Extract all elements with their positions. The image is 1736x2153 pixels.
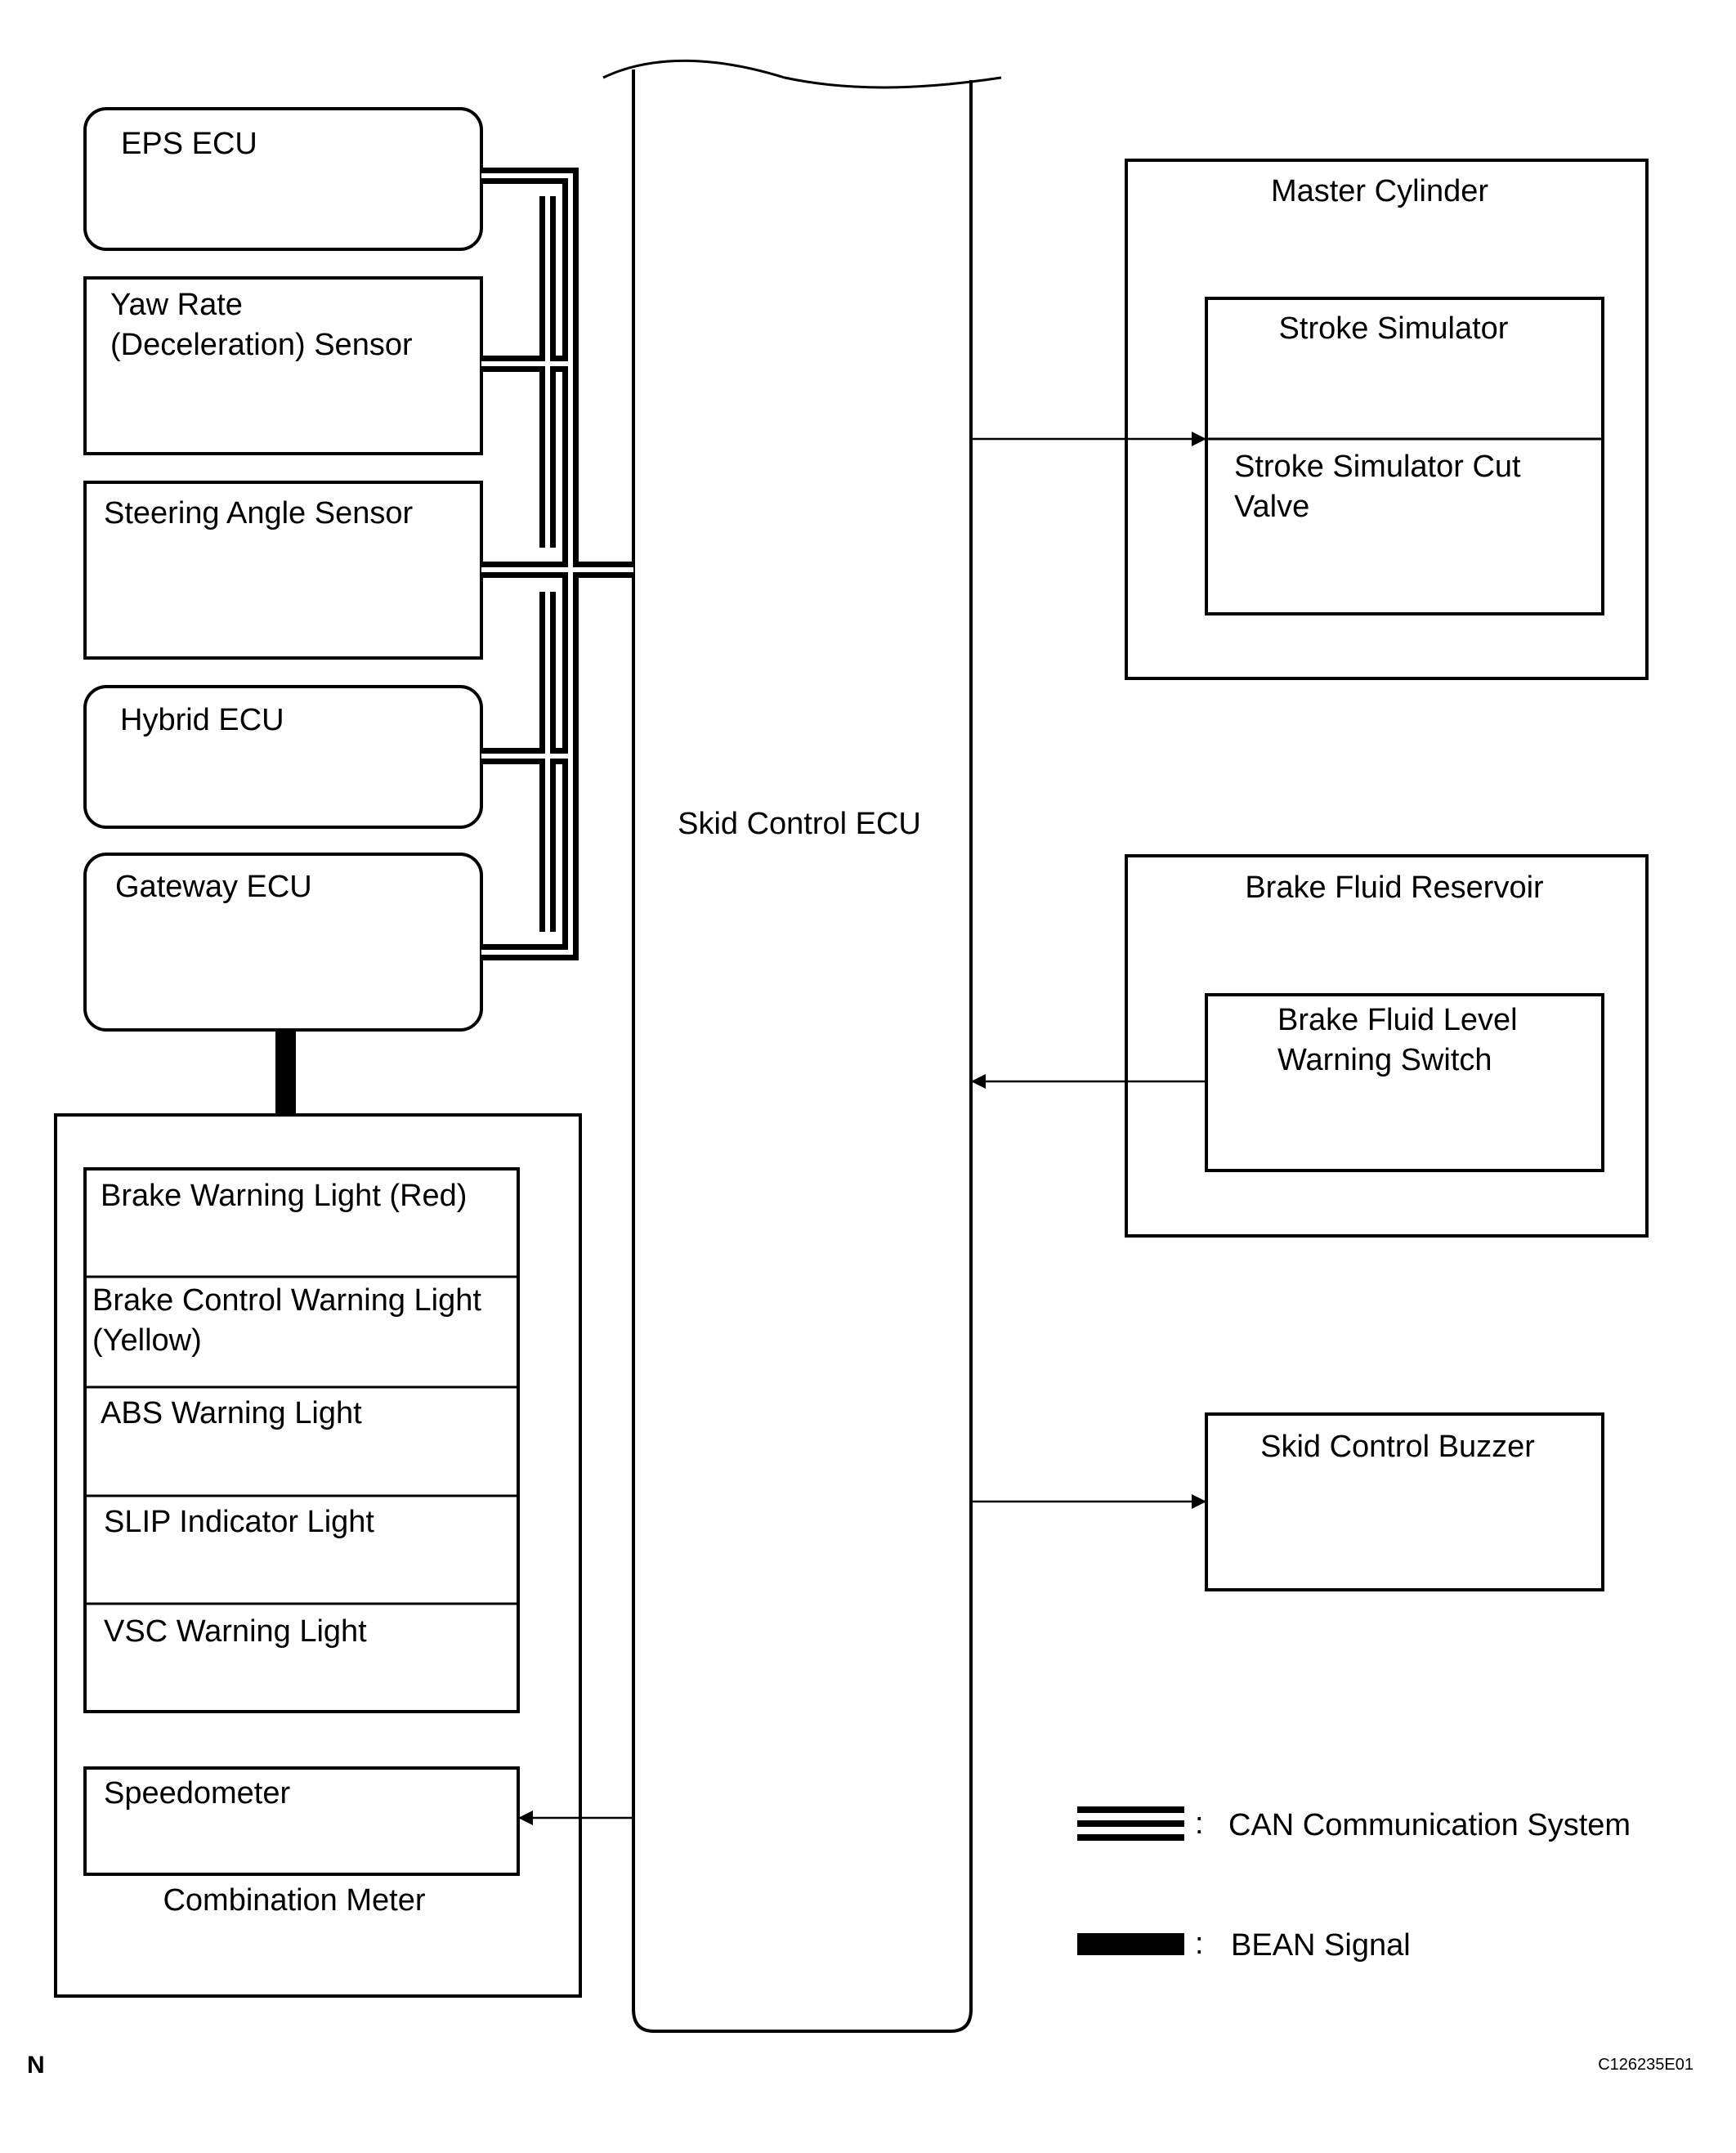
brake-control-warning-light-label-line1: Brake Control Warning Light — [92, 1283, 481, 1318]
left-modules: EPS ECU Yaw Rate (Deceleration) Sensor S… — [83, 107, 483, 1032]
speedometer-label: Speedometer — [104, 1776, 290, 1811]
combination-meter-label: Combination Meter — [163, 1883, 425, 1918]
skid-control-ecu-label: Skid Control ECU — [678, 807, 921, 841]
steering-angle-sensor-label: Steering Angle Sensor — [104, 496, 413, 530]
vsc-warning-light-label: VSC Warning Light — [104, 1614, 367, 1649]
corner-mark: N — [27, 2052, 45, 2079]
abs-warning-light-label: ABS Warning Light — [101, 1396, 362, 1430]
yaw-rate-sensor: Yaw Rate (Deceleration) Sensor — [83, 276, 483, 455]
brake-warning-light-label: Brake Warning Light (Red) — [101, 1179, 467, 1213]
gateway-ecu-label: Gateway ECU — [115, 870, 312, 904]
brake-fluid-reservoir: Brake Fluid Reservoir Brake Fluid Level … — [1125, 854, 1649, 1238]
steering-angle-sensor: Steering Angle Sensor — [83, 481, 483, 660]
legend-bean-symbol — [1077, 1933, 1184, 1955]
yaw-rate-sensor-label-line1: Yaw Rate — [110, 288, 243, 322]
level-switch-label-line1: Brake Fluid Level — [1277, 1003, 1518, 1037]
legend-can-symbol — [1077, 1806, 1184, 1841]
brake-control-warning-light-label-line2: (Yellow) — [92, 1323, 202, 1358]
slip-indicator-light-label: SLIP Indicator Light — [104, 1505, 374, 1539]
level-switch-label-line2: Warning Switch — [1277, 1043, 1492, 1077]
figure-code: C126235E01 — [1598, 2056, 1693, 2074]
speedometer — [83, 1766, 520, 1876]
combination-meter: Brake Warning Light (Red) Brake Control … — [54, 1113, 582, 1998]
cut-valve-label-line2: Valve — [1234, 490, 1309, 524]
legend: : CAN Communication System : BEAN Signal — [1077, 1806, 1631, 1963]
hybrid-ecu-label: Hybrid ECU — [120, 703, 284, 737]
stroke-simulator-label: Stroke Simulator — [1279, 311, 1509, 346]
buzzer-label: Skid Control Buzzer — [1260, 1430, 1535, 1464]
legend-can-separator: : — [1195, 1806, 1204, 1841]
master-cylinder-label: Master Cylinder — [1271, 174, 1488, 208]
skid-control-buzzer: Skid Control Buzzer — [1205, 1412, 1604, 1591]
yaw-rate-sensor-label-line2: (Deceleration) Sensor — [110, 328, 413, 362]
gateway-ecu: Gateway ECU — [83, 853, 483, 1032]
hybrid-ecu: Hybrid ECU — [83, 685, 483, 829]
eps-ecu-label: EPS ECU — [121, 127, 257, 161]
master-cylinder: Master Cylinder Stroke Simulator Stroke … — [1125, 159, 1649, 680]
eps-ecu: EPS ECU — [83, 107, 483, 251]
cut-valve-label-line1: Stroke Simulator Cut — [1234, 450, 1521, 484]
legend-bean-separator: : — [1195, 1927, 1204, 1961]
legend-bean-label: BEAN Signal — [1231, 1928, 1411, 1963]
can-bus — [481, 168, 633, 960]
reservoir-label: Brake Fluid Reservoir — [1245, 871, 1544, 905]
signal-arrows — [518, 432, 1206, 1825]
legend-can-label: CAN Communication System — [1228, 1808, 1631, 1842]
skid-control-ecu: Skid Control ECU — [602, 59, 1002, 2033]
